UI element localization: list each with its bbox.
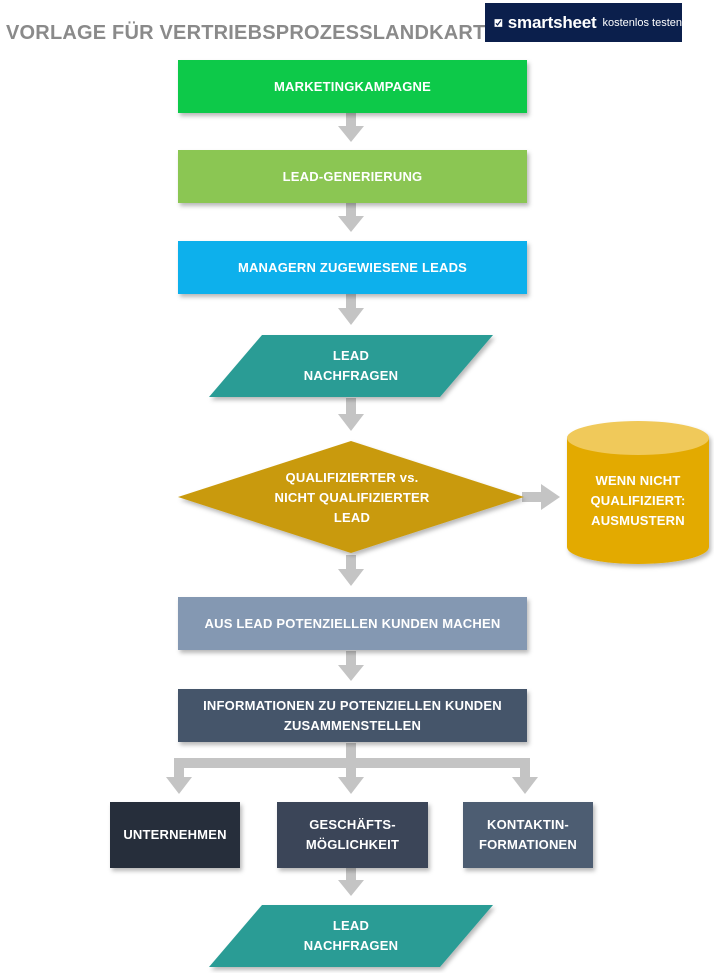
arrow-followup-to-decision bbox=[338, 398, 364, 431]
smartsheet-check-logo-icon bbox=[494, 18, 503, 27]
node-qualification-decision bbox=[178, 441, 524, 553]
node-discard-cylinder bbox=[567, 421, 709, 564]
trial-cta-label: kostenlos testen bbox=[602, 16, 683, 29]
branch-compile-to-categories bbox=[166, 743, 538, 794]
arrow-marketing-to-leadgen bbox=[338, 112, 364, 142]
arrow-prospect-to-compile bbox=[338, 651, 364, 681]
arrow-decision-to-discard bbox=[522, 484, 560, 510]
arrow-leadgen-to-assigned bbox=[338, 202, 364, 232]
arrow-assigned-to-followup bbox=[338, 294, 364, 325]
node-lead-generation bbox=[178, 150, 527, 203]
node-business-opportunity bbox=[277, 802, 428, 868]
page-title: VORLAGE FÜR VERTRIEBSPROZESSLANDKARTE bbox=[6, 22, 499, 44]
node-marketing-campaign bbox=[178, 60, 527, 113]
arrow-opportunity-to-followup bbox=[338, 868, 364, 896]
node-contact-information bbox=[463, 802, 593, 868]
node-lead-followup-final bbox=[209, 905, 493, 967]
node-convert-to-prospect bbox=[178, 597, 527, 650]
brand-name: smartsheet bbox=[507, 12, 597, 32]
smartsheet-trial-button[interactable]: smartsheet kostenlos testen bbox=[485, 3, 682, 42]
node-lead-followup bbox=[209, 335, 493, 397]
node-assigned-leads bbox=[178, 241, 527, 294]
connectors bbox=[166, 112, 560, 896]
node-company bbox=[110, 802, 240, 868]
node-compile-prospect-info bbox=[178, 689, 527, 742]
arrow-decision-to-prospect bbox=[338, 555, 364, 586]
